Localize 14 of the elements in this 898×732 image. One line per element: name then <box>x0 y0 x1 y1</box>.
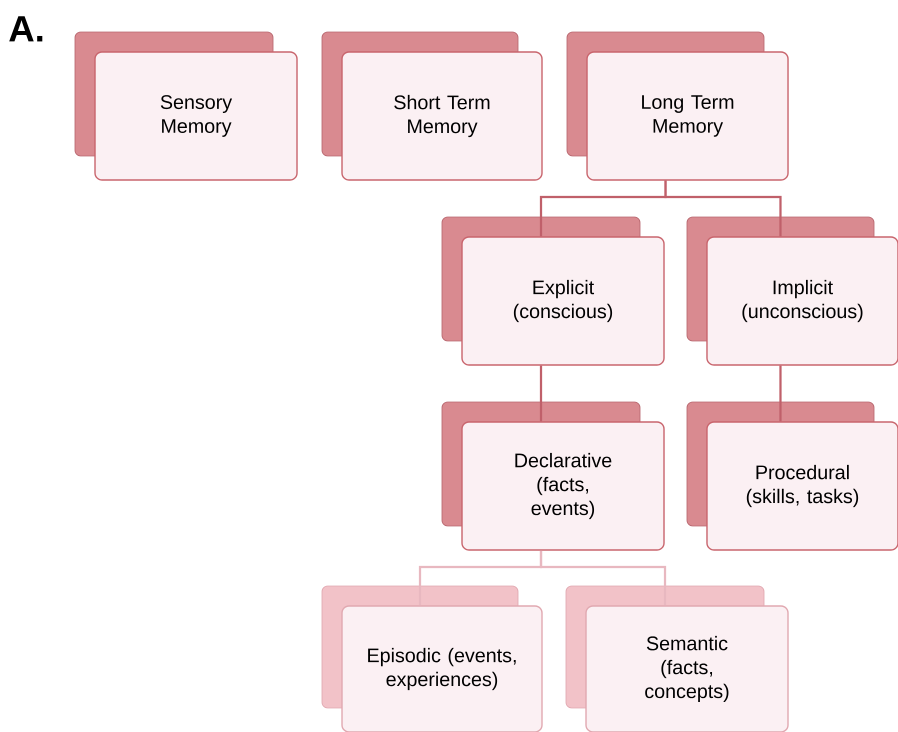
memory-box: Declarative (facts, events) <box>442 402 665 551</box>
memory-box: Procedural (skills, tasks) <box>686 402 898 551</box>
memory-box: Sensory Memory <box>74 32 298 181</box>
memory-box: Short Term Memory <box>322 32 543 181</box>
memory-box: Semantic (facts, concepts) <box>566 586 789 732</box>
connector-line <box>540 366 542 422</box>
memory-box: Implicit (unconscious) <box>686 216 898 366</box>
connector-line <box>664 180 782 236</box>
connector-line <box>779 366 782 422</box>
memory-box: Explicit (conscious) <box>442 216 665 366</box>
connector-line <box>540 550 666 606</box>
memory-box: Long Term Memory <box>566 32 789 181</box>
panel-letter: A. <box>9 16 42 42</box>
memory-box: Episodic (events, experiences) <box>322 586 543 732</box>
